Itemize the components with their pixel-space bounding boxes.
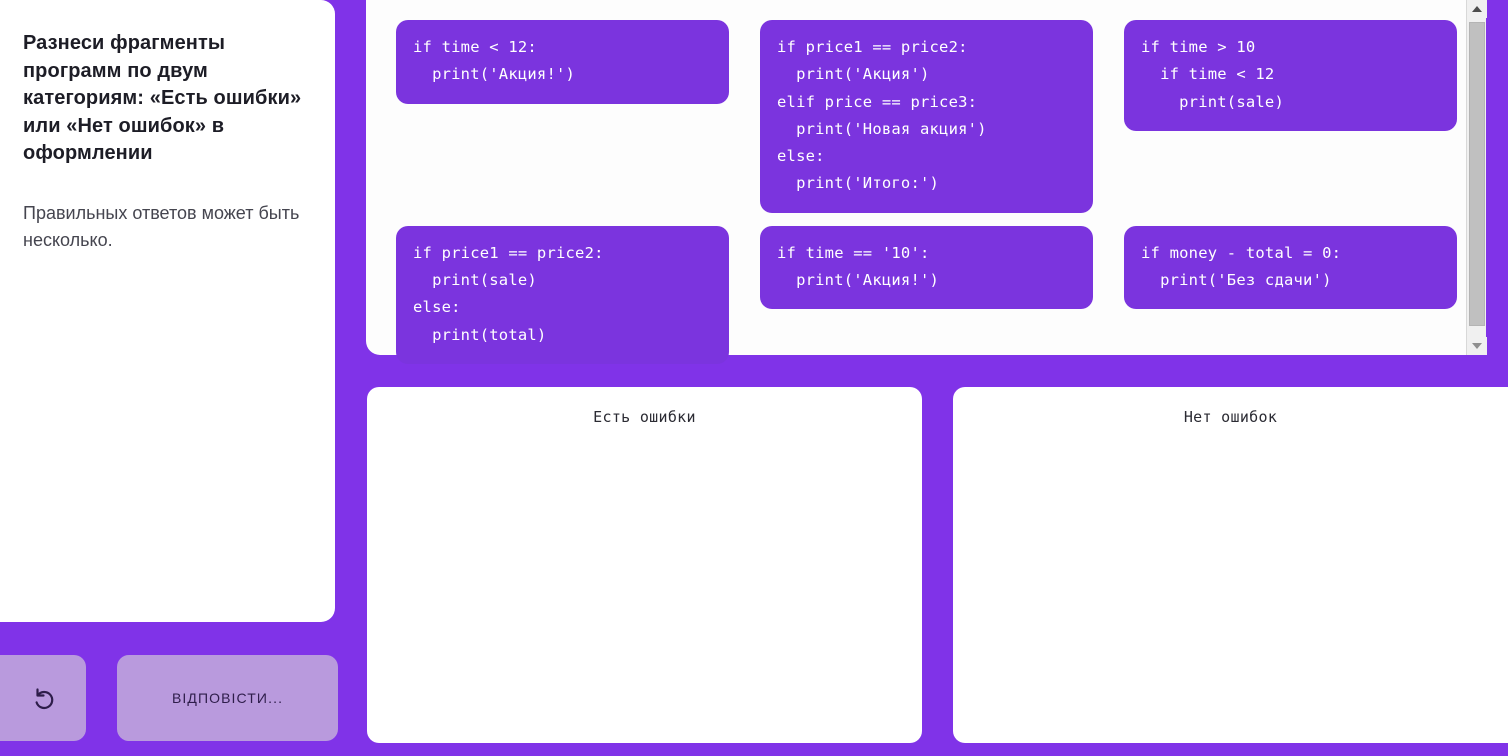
- code-fragment-card[interactable]: if time > 10 if time < 12 print(sale): [1124, 20, 1457, 131]
- fragment-pool-panel: if time < 12: print('Акция!') if price1 …: [366, 0, 1487, 364]
- code-fragment-card[interactable]: if price1 == price2: print(sale) else: p…: [396, 225, 729, 364]
- caret-down-icon: [1472, 343, 1482, 349]
- dropzone-no-errors[interactable]: Нет ошибок: [953, 387, 1508, 743]
- vertical-scrollbar[interactable]: [1466, 0, 1487, 355]
- submit-answer-button[interactable]: ВІДПОВІСТИ...: [117, 655, 338, 741]
- task-sidebar: Разнеси фрагменты программ по двум катег…: [0, 0, 335, 622]
- reset-arrow-icon: [28, 683, 58, 713]
- caret-up-icon: [1472, 6, 1482, 12]
- reset-button[interactable]: [0, 655, 86, 741]
- dropzone-title: Нет ошибок: [1183, 408, 1278, 426]
- dropzone-title: Есть ошибки: [593, 408, 696, 426]
- task-hint: Правильных ответов может быть несколько.: [23, 202, 300, 250]
- action-bar: ВІДПОВІСТИ...: [0, 655, 338, 741]
- code-fragment-card[interactable]: if time < 12: print('Акция!'): [396, 20, 729, 104]
- scroll-down-button[interactable]: [1467, 337, 1487, 355]
- page-title: Разнеси фрагменты программ по двум катег…: [23, 32, 302, 164]
- scrollbar-thumb[interactable]: [1469, 22, 1485, 326]
- fragment-grid: if time < 12: print('Акция!') if price1 …: [366, 20, 1486, 364]
- code-fragment-card[interactable]: if time == '10': print('Акция!'): [760, 225, 1093, 310]
- code-fragment-card[interactable]: if money - total = 0: print('Без сдачи'): [1124, 225, 1457, 310]
- scroll-up-button[interactable]: [1467, 0, 1487, 18]
- code-fragment-card[interactable]: if price1 == price2: print('Акция') elif…: [760, 20, 1093, 213]
- dropzone-has-errors[interactable]: Есть ошибки: [367, 387, 922, 743]
